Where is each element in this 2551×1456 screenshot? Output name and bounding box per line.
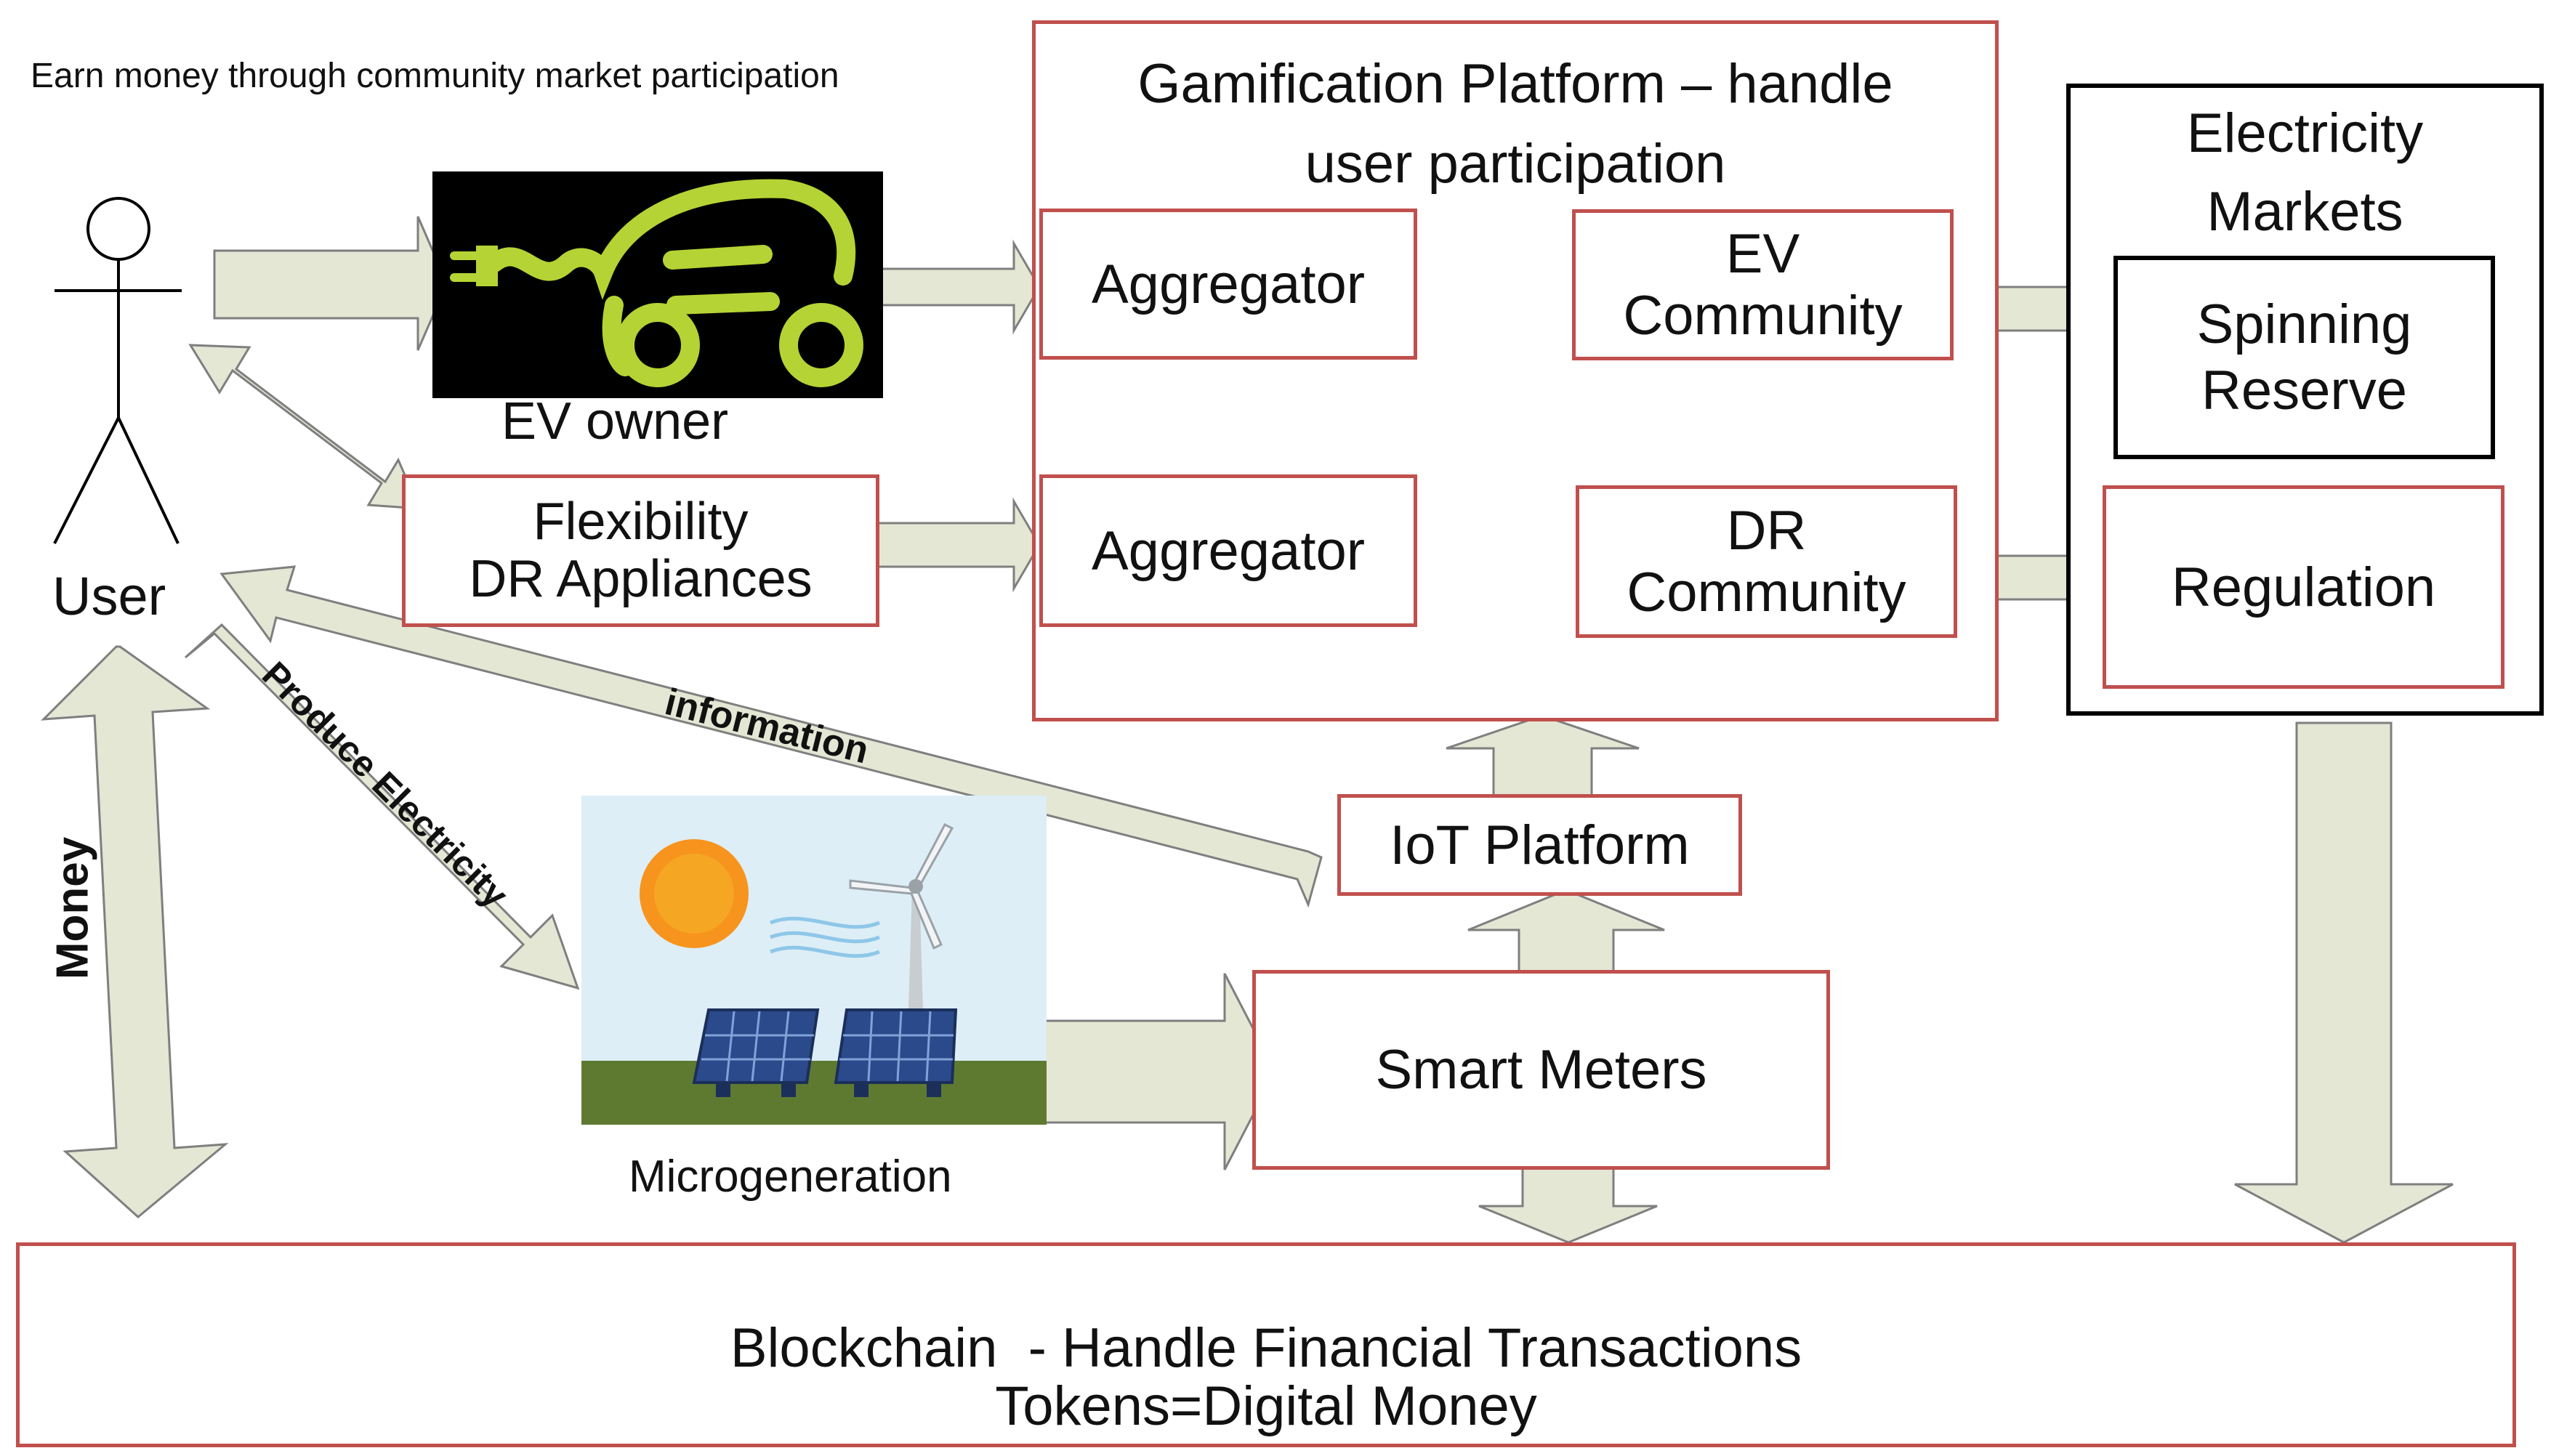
spinning-reserve-line2: Reserve xyxy=(2201,360,2407,421)
arrow-user-flexibility-double xyxy=(188,344,422,510)
arrow-microgen-to-smart-meters xyxy=(1041,973,1277,1170)
arrow-smart-meters-to-iot xyxy=(1467,889,1665,975)
dr-community-line2: Community xyxy=(1627,562,1906,623)
aggregator-ev-box: Aggregator xyxy=(1039,209,1417,360)
arrow-iot-to-gamification xyxy=(1446,714,1640,804)
ev-owner-label: EV owner xyxy=(501,392,729,450)
gamification-title-line2: user participation xyxy=(1305,133,1726,195)
markets-title-line2: Markets xyxy=(2207,181,2403,243)
arrow-flex-to-aggregator xyxy=(874,497,1041,593)
regulation-label: Regulation xyxy=(2171,556,2436,618)
arrow-money xyxy=(41,645,229,1218)
blockchain-box: Blockchain - Handle Financial Transactio… xyxy=(16,1242,2516,1447)
user-label: User xyxy=(52,566,166,626)
solar-wind-microgeneration-icon xyxy=(581,796,1047,1125)
aggregator-dr-box: Aggregator xyxy=(1039,474,1417,627)
blockchain-line1: Blockchain - Handle Financial Transactio… xyxy=(730,1317,1802,1380)
flexibility-line2: DR Appliances xyxy=(469,550,813,608)
dr-community-box: DR Community xyxy=(1576,485,1957,638)
arrow-information xyxy=(219,565,1323,908)
stick-figure-user-icon xyxy=(53,197,182,544)
flexibility-line1: Flexibility xyxy=(533,492,749,551)
arrow-markets-to-blockchain xyxy=(2234,721,2454,1244)
ev-community-line1: EV xyxy=(1725,222,1800,285)
smart-meters-box: Smart Meters xyxy=(1252,970,1830,1170)
dr-community-line1: DR xyxy=(1726,499,1807,562)
ev-community-box: EV Community xyxy=(1572,209,1954,360)
blockchain-line2: Tokens=Digital Money xyxy=(995,1375,1537,1437)
flexibility-box: Flexibility DR Appliances xyxy=(402,474,879,627)
markets-title-line1: Electricity xyxy=(2186,102,2424,164)
ev-car-plug-logo-icon xyxy=(432,171,883,398)
money-label: Money xyxy=(47,836,98,980)
regulation-box: Regulation xyxy=(2103,485,2504,689)
iot-platform-label: IoT Platform xyxy=(1390,814,1690,876)
arrow-user-to-ev-owner xyxy=(213,216,448,351)
aggregator-dr-label: Aggregator xyxy=(1091,519,1366,582)
iot-platform-box: IoT Platform xyxy=(1337,794,1742,896)
microgeneration-label: Microgeneration xyxy=(629,1152,952,1202)
gamification-title-line1: Gamification Platform – handle xyxy=(1137,53,1893,115)
spinning-reserve-line1: Spinning xyxy=(2196,293,2412,355)
arrow-produce-electricity xyxy=(184,623,580,990)
aggregator-ev-label: Aggregator xyxy=(1091,253,1366,315)
arrow-smart-meters-to-blockchain xyxy=(1478,1160,1658,1244)
arrow-ev-to-aggregator xyxy=(867,239,1041,335)
ev-community-line2: Community xyxy=(1623,285,1903,347)
smart-meters-label: Smart Meters xyxy=(1375,1039,1707,1101)
spinning-reserve-box: Spinning Reserve xyxy=(2113,256,2495,459)
header-note: Earn money through community market part… xyxy=(31,57,839,95)
